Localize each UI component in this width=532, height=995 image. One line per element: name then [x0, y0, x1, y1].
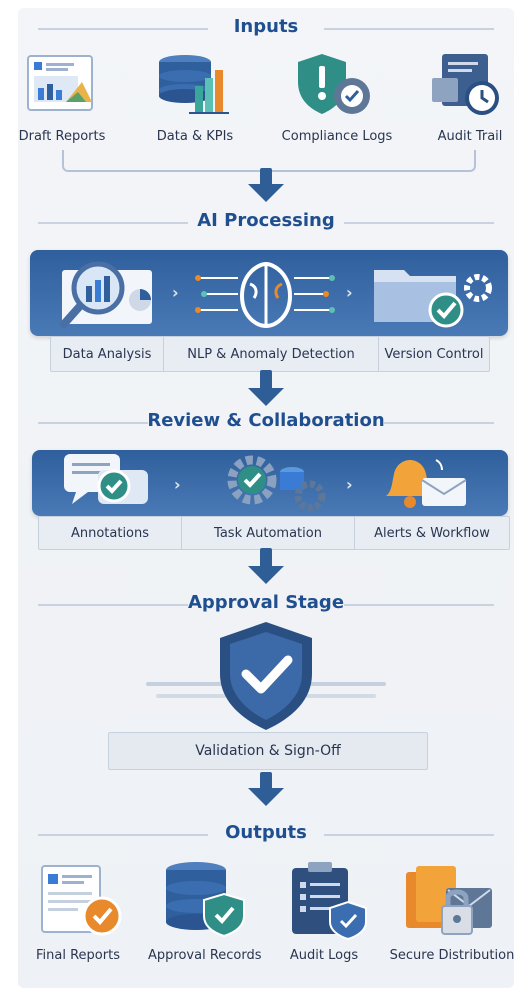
divider-rule	[38, 422, 148, 424]
input-label: Draft Reports	[18, 129, 106, 144]
folder-gear-icon	[374, 270, 492, 328]
review-label: Annotations	[70, 525, 150, 541]
review-label: Task Automation	[214, 525, 322, 541]
output-label: Secure Distribution	[389, 948, 515, 963]
flow-arrow	[260, 548, 272, 568]
review-label: Alerts & Workflow	[374, 525, 490, 541]
approval-label-box: Validation & Sign-Off	[108, 732, 428, 770]
section-title-review: Review & Collaboration	[147, 410, 385, 431]
flow-arrow-head	[248, 566, 284, 584]
ai-processing-label: NLP & Anomaly Detection	[187, 346, 355, 362]
annotation-chat-icon	[64, 454, 148, 504]
section-title-ai-processing: AI Processing	[197, 210, 335, 231]
chevron-right-icon: ›	[174, 475, 181, 494]
input-label: Data & KPIs	[156, 129, 234, 144]
chevron-right-icon: ›	[172, 283, 179, 302]
ai-processing-label: Version Control	[384, 346, 484, 362]
approval-shield-icon	[146, 622, 386, 730]
flow-arrow	[260, 772, 272, 790]
section-title-outputs: Outputs	[225, 822, 307, 843]
section-title-inputs: Inputs	[233, 16, 299, 37]
flow-arrow	[260, 168, 272, 186]
strip-divider	[378, 337, 379, 371]
strip-divider	[354, 517, 355, 549]
divider-rule	[344, 604, 494, 606]
records-database-icon	[166, 862, 245, 938]
divider-rule	[38, 834, 208, 836]
output-label: Audit Logs	[289, 948, 359, 963]
output-label: Final Reports	[36, 948, 120, 963]
flow-arrow	[260, 370, 272, 390]
divider-rule	[324, 28, 494, 30]
input-label: Audit Trail	[437, 129, 503, 144]
audit-log-clipboard-icon	[292, 862, 367, 940]
output-label: Approval Records	[148, 948, 262, 963]
database-chart-icon	[159, 55, 229, 114]
flow-arrow-head	[248, 388, 284, 406]
ai-processing-label: Data Analysis	[62, 346, 152, 362]
secure-lock-icon	[406, 866, 492, 935]
magnifier-chart-icon	[60, 261, 152, 328]
divider-rule	[38, 28, 208, 30]
flow-arrow-head	[248, 788, 284, 806]
chevron-right-icon: ›	[346, 283, 353, 302]
section-title-approval: Approval Stage	[187, 592, 345, 613]
strip-divider	[163, 337, 164, 371]
review-labels: Annotations Task Automation Alerts & Wor…	[38, 516, 510, 550]
strip-divider	[181, 517, 182, 549]
audit-clock-icon	[432, 54, 499, 115]
chevron-right-icon: ›	[346, 475, 353, 494]
approval-label: Validation & Sign-Off	[195, 743, 341, 759]
compliance-shield-icon	[298, 54, 370, 114]
divider-rule	[324, 834, 494, 836]
flow-arrow-head	[248, 184, 284, 202]
ai-processing-labels: Data Analysis NLP & Anomaly Detection Ve…	[50, 336, 490, 372]
final-report-icon	[41, 865, 122, 936]
input-label: Compliance Logs	[281, 129, 393, 144]
divider-rule	[38, 222, 188, 224]
automation-gears-icon	[227, 455, 326, 512]
divider-rule	[344, 222, 494, 224]
ai-brain-icon	[195, 261, 335, 329]
bell-alert-icon	[386, 459, 467, 508]
divider-rule	[384, 422, 494, 424]
divider-rule	[38, 604, 188, 606]
draft-report-icon	[27, 55, 93, 111]
